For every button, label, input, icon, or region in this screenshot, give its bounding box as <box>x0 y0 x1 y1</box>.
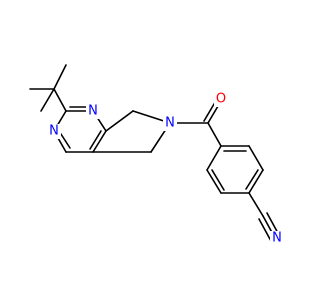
atom-n6-label: N <box>165 116 175 131</box>
pyrroline-ring <box>92 110 171 153</box>
bond-benz-4 <box>248 169 264 194</box>
bond-benz-1 <box>206 145 222 171</box>
bond-c7a-c4a-inner <box>89 130 102 150</box>
bond-ring-nitrile-c <box>248 192 264 217</box>
atom-labels: N N N O N <box>47 92 284 246</box>
atom-o-label: O <box>216 92 226 107</box>
tert-butyl-group <box>29 64 67 112</box>
bond-benz-4-inner <box>245 169 259 190</box>
bond-benz-2 <box>206 169 222 194</box>
bond-c7a-c4a <box>92 130 107 153</box>
bond-tbu-to-ring <box>53 88 67 112</box>
bond-carbonyl-ring <box>207 122 222 147</box>
atom-nitrile-n-label: N <box>272 231 282 246</box>
molecule-structure: N N N O N <box>29 64 284 246</box>
atom-n3-label: N <box>49 124 59 139</box>
bond-tbu-methyl-2 <box>53 64 67 90</box>
bond-c7a-c7 <box>105 110 134 132</box>
bond-tbu-methyl-3 <box>40 88 55 112</box>
atom-n1-label: N <box>88 104 98 119</box>
bond-benz-5 <box>248 145 264 171</box>
benzene-ring <box>206 122 264 194</box>
carbonyl-group <box>169 98 222 124</box>
bond-benz-2-inner <box>211 169 225 191</box>
bond-nitrile-triple-2 <box>258 218 272 242</box>
